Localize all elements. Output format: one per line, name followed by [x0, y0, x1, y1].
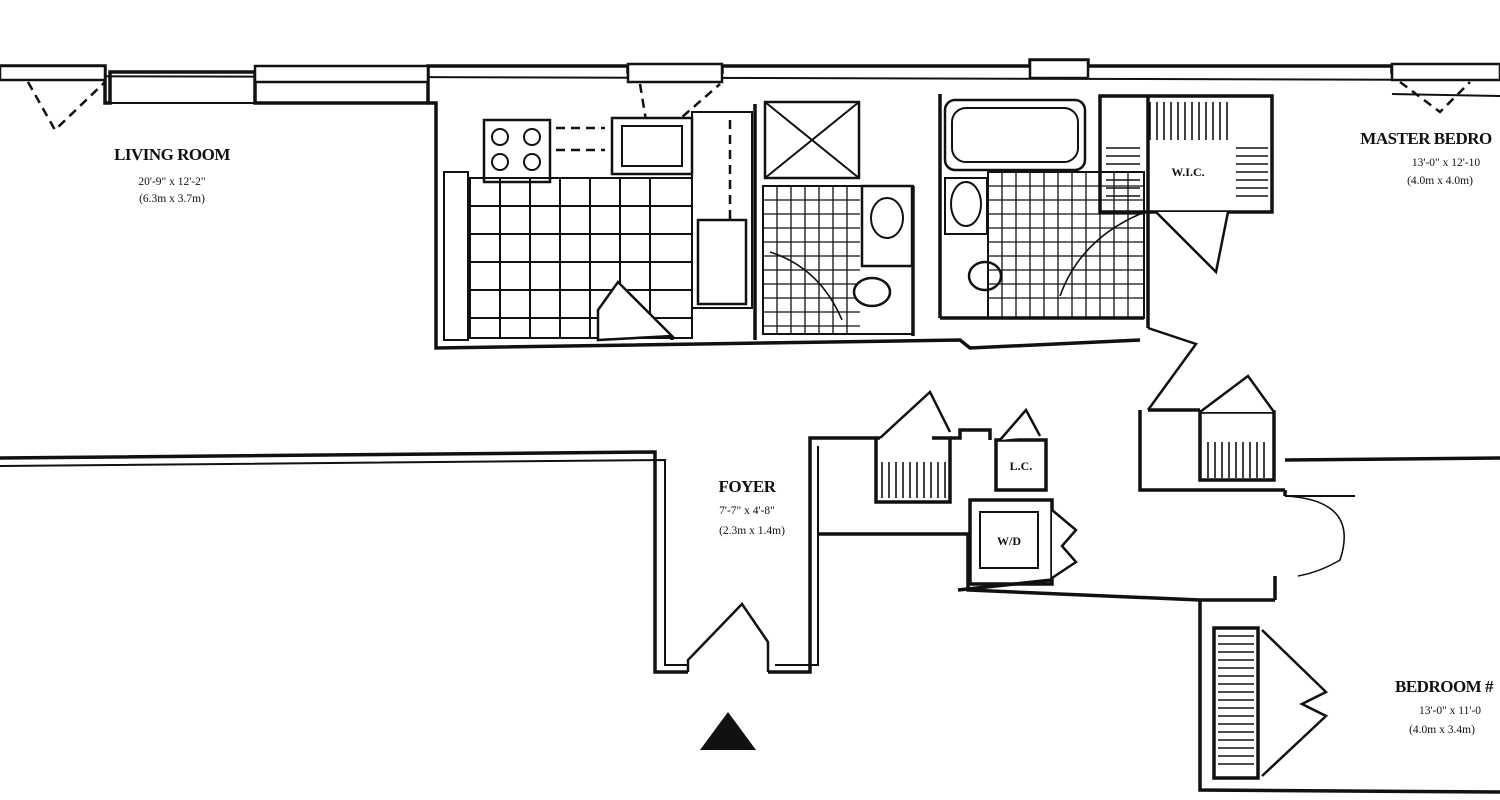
window-master [1390, 62, 1500, 82]
window-swings [26, 81, 1471, 148]
entry-door [686, 602, 770, 672]
exterior-walls [0, 58, 1500, 105]
foyer-dim-imperial: 7'-7" x 4'-8" [719, 505, 775, 517]
bedroom-2-closet-doors [1261, 629, 1329, 777]
kitchen [443, 104, 757, 342]
living-room-dim-metric: (6.3m x 3.7m) [139, 193, 205, 205]
hall-bath-toilet [852, 276, 892, 308]
foyer-walls: L.C. W/D [686, 389, 1275, 674]
master-door [1146, 326, 1199, 411]
bedroom-2-dim-metric: (4.0m x 3.4m) [1409, 724, 1475, 736]
wic-door [1155, 211, 1230, 275]
coat-closet-hatch [881, 462, 946, 498]
walk-in-closet: W.I.C. [1098, 94, 1274, 275]
linen-closet-door [999, 407, 1042, 441]
hall-bath-tile [763, 186, 860, 334]
foyer-dim-metric: (2.3m x 1.4m) [719, 525, 785, 537]
linen-closet-label: L.C. [1010, 459, 1033, 473]
wd-closet-door [1051, 509, 1078, 580]
wic-label: W.I.C. [1171, 165, 1204, 179]
window-kitchen [626, 62, 724, 84]
refrigerator [696, 218, 748, 306]
master-bedroom-dim-metric: (4.0m x 4.0m) [1407, 175, 1473, 187]
hall-closet-hatch [1207, 442, 1265, 478]
bedroom-hall [1138, 326, 1500, 577]
master-bedroom-dim-imperial: 13'-0" x 12'-10 [1412, 157, 1480, 169]
master-bath-sink [950, 181, 982, 227]
living-room-name: LIVING ROOM [114, 145, 230, 164]
master-bedroom-name: MASTER BEDRO [1360, 129, 1492, 148]
hall-bath-sink [870, 197, 904, 239]
wic-hatch [1106, 102, 1268, 197]
window-living-right [253, 64, 430, 84]
coat-closet-door [879, 389, 952, 439]
living-room [0, 101, 1141, 674]
bedroom-2 [1198, 576, 1500, 794]
living-room-dim-imperial: 20'-9" x 12'-2" [138, 176, 205, 188]
stove [482, 118, 552, 184]
kitchen-tile-floor [469, 177, 693, 339]
master-bath-toilet [967, 260, 1003, 292]
master-bathroom [938, 94, 1150, 328]
bedroom-2-closet-hatch [1218, 635, 1254, 765]
bathtub [943, 98, 1087, 172]
hall-closet-door [1199, 374, 1276, 413]
room-labels: LIVING ROOM 20'-9" x 12'-2" (6.3m x 3.7m… [114, 129, 1494, 736]
window-living-left [0, 64, 107, 82]
entry-arrow-icon [700, 712, 756, 750]
kitchen-door [596, 280, 675, 342]
wd-closet-label: W/D [997, 534, 1021, 548]
hall-bathroom [762, 100, 915, 336]
master-bath-tile [987, 171, 1145, 319]
foyer-name: FOYER [719, 477, 777, 496]
bedroom-2-name: BEDROOM # [1395, 677, 1494, 696]
bedroom-2-dim-imperial: 13'-0" x 11'-0 [1419, 705, 1481, 717]
window-bath [1028, 58, 1090, 80]
